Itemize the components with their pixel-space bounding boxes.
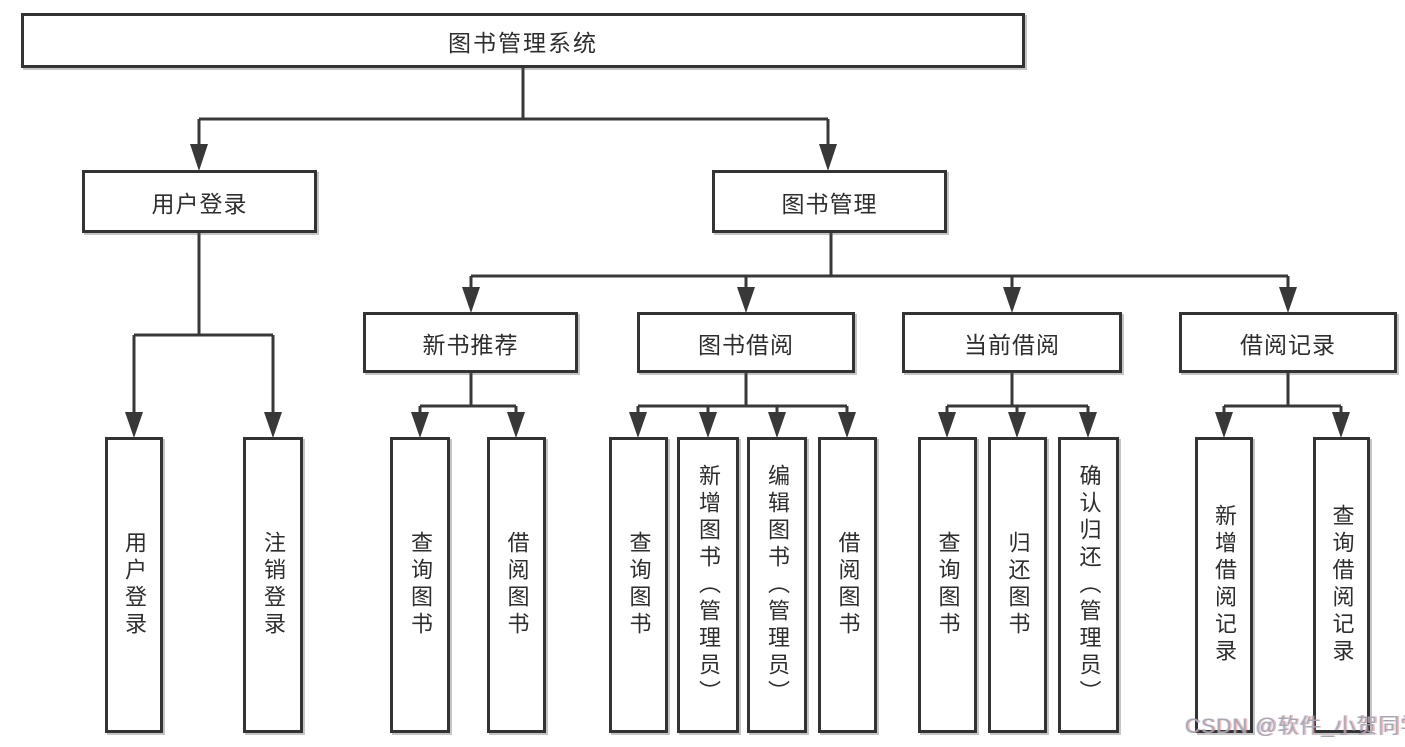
leaf-add-book-admin: 新增图书（管理员） <box>677 437 739 733</box>
node-label: 当前借阅 <box>964 331 1060 358</box>
leaf-user-login: 用户登录 <box>105 437 163 733</box>
csdn-watermark: CSDN @软件_小贺同学 <box>1185 715 1405 738</box>
node-label: 查询图书 <box>626 531 652 639</box>
leaf-borrow-book-recommend: 借阅图书 <box>487 437 546 733</box>
node-label: 新增借阅记录 <box>1212 504 1237 666</box>
node-label: 用户登录 <box>122 531 147 639</box>
node-borrow-records: 借阅记录 <box>1179 312 1397 373</box>
node-label: 图书管理系统 <box>448 29 598 56</box>
node-label: 借阅图书 <box>504 531 530 639</box>
node-book-borrowing: 图书借阅 <box>637 312 855 373</box>
node-label: 图书借阅 <box>698 331 794 358</box>
node-label: 注销登录 <box>261 531 286 639</box>
node-current-borrowing: 当前借阅 <box>902 312 1122 373</box>
node-label: 新书推荐 <box>422 331 519 358</box>
node-label: 借阅图书 <box>835 531 861 639</box>
node-label: 编辑图书（管理员） <box>765 463 790 707</box>
node-label: 借阅记录 <box>1240 331 1336 358</box>
leaf-query-book-borrowing: 查询图书 <box>609 437 668 733</box>
node-new-book-recommend: 新书推荐 <box>363 312 578 373</box>
leaf-confirm-return-admin: 确认归还（管理员） <box>1058 437 1119 733</box>
leaf-edit-book-admin: 编辑图书（管理员） <box>747 437 807 733</box>
node-label: 用户登录 <box>151 190 248 217</box>
arrowheads <box>125 144 1350 438</box>
leaf-logout: 注销登录 <box>243 437 303 733</box>
leaf-return-book: 归还图书 <box>988 437 1047 733</box>
node-label: 查询借阅记录 <box>1329 504 1355 666</box>
node-label: 确认归还（管理员） <box>1076 463 1102 707</box>
node-label: 查询图书 <box>935 531 961 639</box>
leaf-query-borrow-record: 查询借阅记录 <box>1313 437 1370 733</box>
leaf-borrow-book: 借阅图书 <box>818 437 877 733</box>
leaf-query-book-recommend: 查询图书 <box>390 437 450 733</box>
node-label: 查询图书 <box>408 531 433 639</box>
node-label: 新增图书（管理员） <box>696 463 721 707</box>
leaf-query-book-current: 查询图书 <box>918 437 977 733</box>
leaf-add-borrow-record: 新增借阅记录 <box>1195 437 1253 733</box>
node-user-login: 用户登录 <box>82 170 317 233</box>
node-book-management: 图书管理 <box>712 170 947 233</box>
node-library-management-system: 图书管理系统 <box>21 13 1025 68</box>
node-label: 图书管理 <box>781 190 878 217</box>
node-label: 归还图书 <box>1005 531 1031 639</box>
